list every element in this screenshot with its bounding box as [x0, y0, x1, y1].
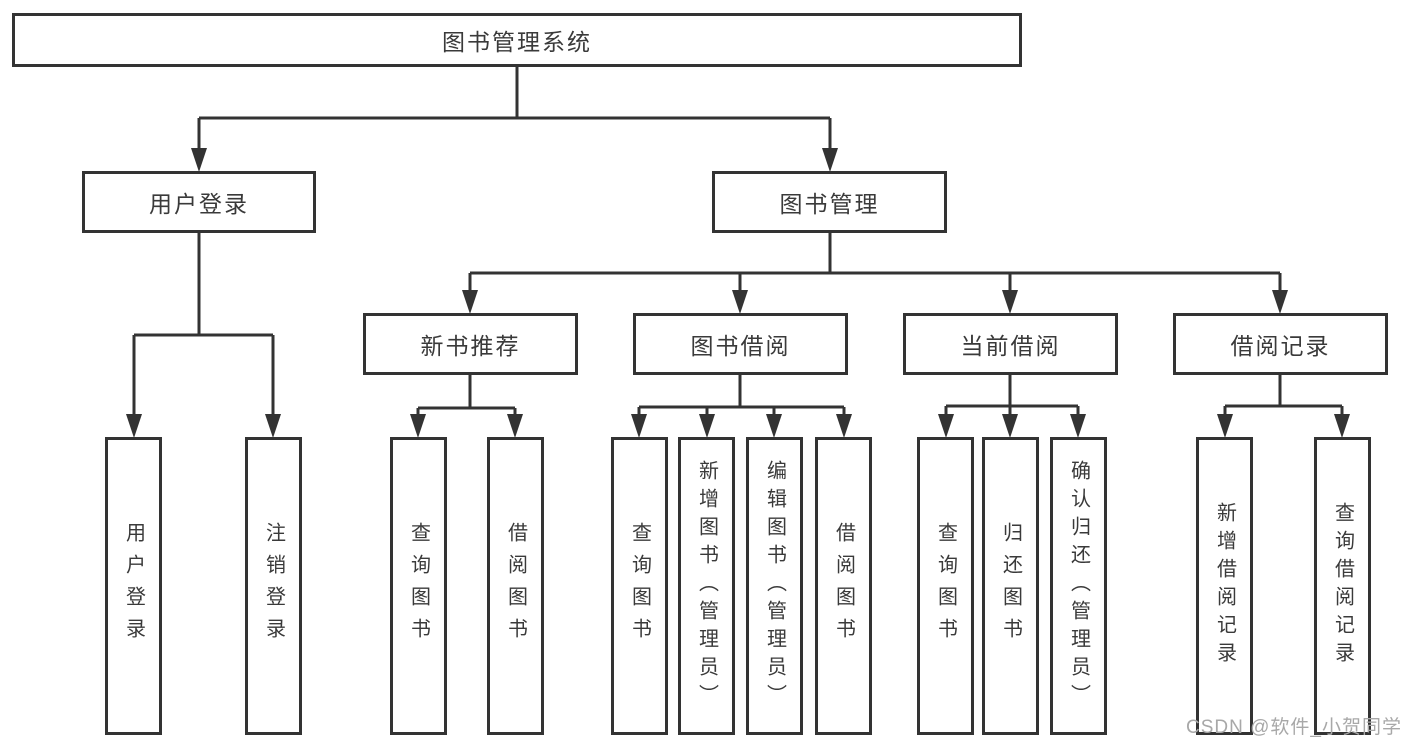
leaf-bb-query-books: 查询图书 — [611, 437, 668, 735]
node-user-login: 用户登录 — [82, 171, 316, 233]
leaf-cb-return-books: 归还图书 — [982, 437, 1039, 735]
node-book-management: 图书管理 — [712, 171, 947, 233]
node-book-borrow: 图书借阅 — [633, 313, 848, 375]
leaf-cb-confirm-return-admin: 确认归还（管理员） — [1050, 437, 1107, 735]
node-current-borrow: 当前借阅 — [903, 313, 1118, 375]
leaf-nbr-borrow-books: 借阅图书 — [487, 437, 544, 735]
node-root-system: 图书管理系统 — [12, 13, 1022, 67]
leaf-nbr-query-books: 查询图书 — [390, 437, 447, 735]
leaf-bb-add-books-admin: 新增图书（管理员） — [678, 437, 735, 735]
leaf-logout: 注销登录 — [245, 437, 302, 735]
node-borrow-records: 借阅记录 — [1173, 313, 1388, 375]
leaf-cb-query-books: 查询图书 — [917, 437, 974, 735]
leaf-br-query-record: 查询借阅记录 — [1314, 437, 1371, 735]
leaf-user-login: 用户登录 — [105, 437, 162, 735]
csdn-watermark: CSDN @软件_小贺同学 — [1186, 717, 1402, 738]
leaf-bb-edit-books-admin: 编辑图书（管理员） — [746, 437, 803, 735]
node-new-book-recommend: 新书推荐 — [363, 313, 578, 375]
leaf-br-add-record: 新增借阅记录 — [1196, 437, 1253, 735]
leaf-bb-borrow-books: 借阅图书 — [815, 437, 872, 735]
